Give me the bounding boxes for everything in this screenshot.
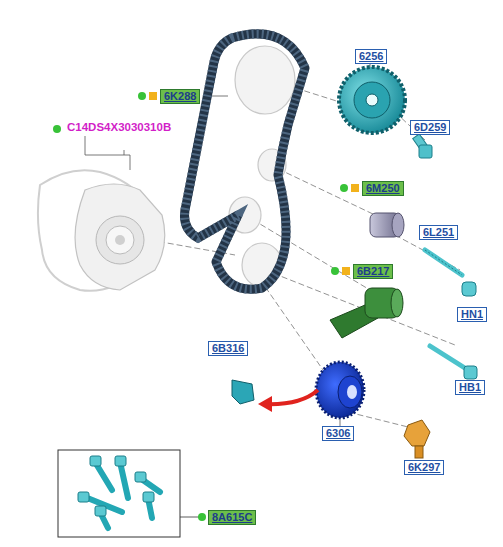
timing-belt (185, 34, 306, 289)
callout-number: 6L251 (419, 225, 458, 240)
callout-number: 6M250 (362, 181, 404, 196)
callout-number: 6256 (355, 49, 387, 64)
callout-number: 6K297 (404, 460, 444, 475)
tensioner (330, 288, 403, 338)
callout-number: 6D259 (410, 120, 450, 135)
idler-pulley (370, 213, 404, 237)
bolt-heads (78, 456, 154, 516)
part-number: C14DS4X3030310B (64, 121, 174, 134)
callout-number: 6B316 (208, 341, 248, 356)
nut (462, 282, 476, 296)
red-arrow (258, 396, 272, 412)
belt-teeth (185, 34, 306, 289)
crank-pulley (316, 362, 364, 418)
callout-number: 8A615C (208, 510, 256, 525)
status-markers (53, 92, 359, 521)
callout-number: HN1 (457, 307, 487, 322)
bolt-kit (85, 462, 160, 528)
cam-pulley (339, 67, 405, 133)
callout-number: HB1 (455, 380, 485, 395)
callout-number: 6K288 (160, 89, 200, 104)
sensor (232, 380, 254, 404)
bracket-part (404, 420, 430, 458)
tensioner-bolt (430, 346, 477, 379)
kit-box (58, 450, 180, 537)
cam-bolt (413, 134, 432, 158)
idler-bolt (425, 250, 462, 275)
water-pump (75, 184, 165, 290)
callout-number: 6B217 (353, 264, 393, 279)
callout-number: 6306 (322, 426, 354, 441)
